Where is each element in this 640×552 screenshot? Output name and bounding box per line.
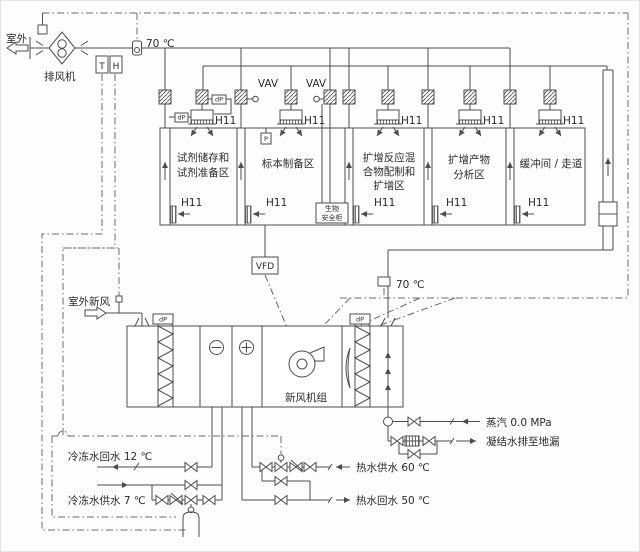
chilled-supply-label: 冷冻水供水 7 ℃ bbox=[68, 494, 146, 507]
room4-label: 分析区 bbox=[453, 168, 485, 181]
hepa-exhaust-label: H11 bbox=[181, 197, 202, 209]
room1-label: 试剂准备区 bbox=[177, 166, 230, 179]
valves bbox=[155, 416, 436, 505]
outdoor-fresh-label: 室外新风 bbox=[68, 295, 110, 308]
room3-label: 合物配制和 bbox=[363, 165, 416, 178]
room2-label: 标本制备区 bbox=[262, 157, 315, 170]
condensate-label: 凝结水排至地漏 bbox=[486, 435, 560, 448]
fresh-air-intake: 室外新风 bbox=[68, 295, 150, 327]
hepa-exhaust-label: H11 bbox=[528, 197, 549, 209]
exhaust-fan-label: 排风机 bbox=[44, 70, 76, 83]
vfd-label: VFD bbox=[256, 262, 274, 272]
dp-sensor-box bbox=[174, 112, 189, 123]
vav-label-1: VAV bbox=[258, 78, 279, 90]
supply-temp-label: 70 ℃ bbox=[396, 279, 425, 291]
ahu-label: 新风机组 bbox=[285, 391, 327, 404]
humidity-sensor-box bbox=[109, 55, 123, 74]
hepa-supply-label: H11 bbox=[401, 115, 422, 127]
room5-label: 缓冲间 / 走道 bbox=[520, 157, 583, 170]
dp-label: dP bbox=[177, 114, 185, 122]
exhaust-fan-assembly: 室外 排风机 70 ℃ T H bbox=[6, 13, 510, 83]
steam-label: 蒸汽 0.0 MPa bbox=[486, 416, 552, 429]
fresh-air-handling-unit: dP dP 新风机组 bbox=[126, 313, 404, 417]
p-label: P bbox=[264, 135, 268, 143]
dp-sensor-box bbox=[211, 94, 227, 105]
t-sensor-label: T bbox=[98, 62, 105, 72]
h-sensor-label: H bbox=[113, 62, 120, 72]
fresh-air-arrow-icon bbox=[84, 306, 107, 320]
room1-label: 试剂储存和 bbox=[177, 151, 230, 164]
temperature-sensor-box bbox=[95, 55, 109, 74]
bsc-label: 安全柜 bbox=[322, 213, 343, 222]
vav-label-2: VAV bbox=[306, 78, 327, 90]
bsc-label: 生物 bbox=[325, 204, 339, 213]
hepa-exhaust-label: H11 bbox=[266, 197, 287, 209]
hepa-supply-label: H11 bbox=[563, 115, 584, 127]
dp-label: dP bbox=[356, 316, 364, 324]
room3-label: 扩增反应混 bbox=[363, 151, 416, 164]
dp-label: dP bbox=[159, 316, 167, 324]
supply-hepa-terminals: H11 H11 H11 H11 H11 dP dP P bbox=[169, 94, 584, 145]
outdoor-exhaust-label: 室外 bbox=[6, 32, 27, 45]
hot-supply-label: 热水供水 60 ℃ bbox=[356, 461, 430, 474]
exhaust-outlet-arrow-icon bbox=[6, 41, 29, 55]
supply-temp-sensor bbox=[377, 276, 391, 287]
room3-label: 扩增区 bbox=[373, 179, 405, 192]
hepa-supply-label: H11 bbox=[304, 115, 325, 127]
hepa-supply-label: H11 bbox=[483, 115, 504, 127]
lab-rooms: 试剂储存和 试剂准备区 标本制备区 扩增反应混 合物配制和 扩增区 扩增产物 分… bbox=[159, 127, 586, 226]
intake-damper-actuator bbox=[115, 295, 123, 303]
vfd-controller bbox=[251, 256, 279, 275]
duct-dampers bbox=[158, 89, 557, 105]
hepa-exhaust-label: H11 bbox=[446, 197, 467, 209]
filter-dp-sensor bbox=[349, 313, 371, 325]
room4-label: 扩增产物 bbox=[448, 153, 490, 166]
filter-dp-sensor bbox=[152, 313, 174, 325]
exhaust-grilles: H11 H11 H11 H11 H11 bbox=[170, 197, 549, 224]
chilled-return-label: 冷冻水回水 12 ℃ bbox=[68, 450, 152, 463]
dp-label: dP bbox=[215, 96, 223, 104]
room-pressure-sensor bbox=[260, 132, 272, 145]
duct-mains bbox=[164, 48, 614, 327]
hepa-exhaust-label: H11 bbox=[374, 197, 395, 209]
exhaust-temp-label: 70 ℃ bbox=[146, 38, 175, 50]
biosafety-cabinet bbox=[315, 202, 349, 224]
hot-return-label: 热水回水 50 ℃ bbox=[356, 494, 430, 507]
hepa-supply-label: H11 bbox=[215, 115, 236, 127]
steam-trap bbox=[404, 435, 420, 447]
